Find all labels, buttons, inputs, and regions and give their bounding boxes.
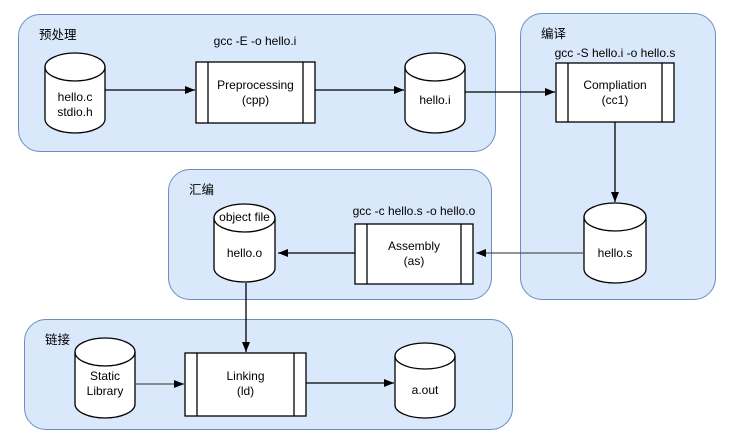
process-preprocessing-tool: (cpp) — [241, 93, 270, 107]
file-source-line1: hello.c — [57, 90, 93, 104]
datastore-asm-cylinder — [583, 202, 647, 284]
command-preprocess: gcc -E -o hello.i — [213, 34, 297, 48]
file-object-top-label: object file — [219, 210, 270, 224]
datastore-object-cylinder — [213, 203, 276, 283]
process-preprocessing-box — [195, 61, 316, 124]
process-compilation-name: Compliation — [583, 78, 647, 92]
process-assembly-tool: (as) — [403, 254, 425, 268]
file-library-label: Static Library — [75, 369, 135, 399]
process-compilation-box — [555, 62, 675, 123]
process-assembly-box — [354, 223, 474, 285]
file-source-line2: stdio.h — [57, 105, 93, 119]
process-linking-box — [184, 352, 307, 417]
file-library-line2: Library — [86, 384, 124, 398]
command-compile: gcc -S hello.i -o hello.s — [554, 46, 676, 60]
process-compilation-tool: (cc1) — [601, 93, 629, 107]
process-assembly-name: Assembly — [387, 239, 440, 253]
datastore-preprocessed-cylinder — [404, 52, 466, 134]
file-output-label: a.out — [411, 383, 439, 397]
section-compile-label: 编译 — [541, 27, 567, 41]
process-preprocessing-name: Preprocessing — [217, 78, 294, 92]
file-object-label: hello.o — [226, 246, 263, 260]
command-assemble: gcc -c hello.s -o hello.o — [352, 204, 476, 218]
file-preprocessed-label: hello.i — [419, 93, 451, 107]
section-link-label: 链接 — [45, 333, 71, 347]
file-asm-label: hello.s — [597, 246, 633, 260]
datastore-output-cylinder — [394, 342, 456, 419]
process-linking-tool: (ld) — [236, 384, 255, 398]
process-compilation-label: Compliation (cc1) — [556, 78, 674, 108]
datastore-source-cylinder — [44, 52, 106, 134]
section-preprocess-label: 预处理 — [39, 28, 77, 42]
process-preprocessing-label: Preprocessing (cpp) — [196, 78, 315, 108]
section-assemble-label: 汇编 — [189, 183, 215, 197]
process-linking-name: Linking — [226, 369, 265, 383]
process-linking-label: Linking (ld) — [185, 369, 306, 399]
file-source-label: hello.c stdio.h — [45, 90, 105, 120]
datastore-library-cylinder — [74, 337, 136, 419]
file-library-line1: Static — [89, 369, 120, 383]
process-assembly-label: Assembly (as) — [355, 239, 473, 269]
